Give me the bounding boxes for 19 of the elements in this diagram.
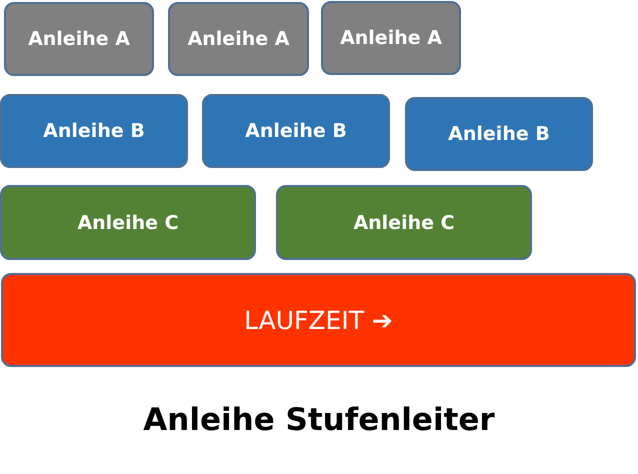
diagram-title: Anleihe Stufenleiter [143,402,495,438]
bond-box [276,185,532,260]
node-label: Anleihe B [448,123,550,145]
bond-box [321,1,461,75]
bond-box [0,94,188,168]
node-label: Anleihe A [28,28,130,50]
node-label: Anleihe A [340,27,442,49]
bond-box [0,185,256,260]
bond-box [405,97,593,171]
node-label: Anleihe C [353,212,455,234]
node-label: Anleihe B [245,120,347,142]
node-label: Anleihe C [77,212,179,234]
bond-box [4,2,154,76]
bond-box [202,94,390,168]
node-label: Anleihe A [188,28,290,50]
bond-box [168,2,309,76]
node-label: LAUFZEIT ➔ [244,306,393,334]
maturity-bar [1,273,636,367]
node-label: Anleihe B [43,120,145,142]
